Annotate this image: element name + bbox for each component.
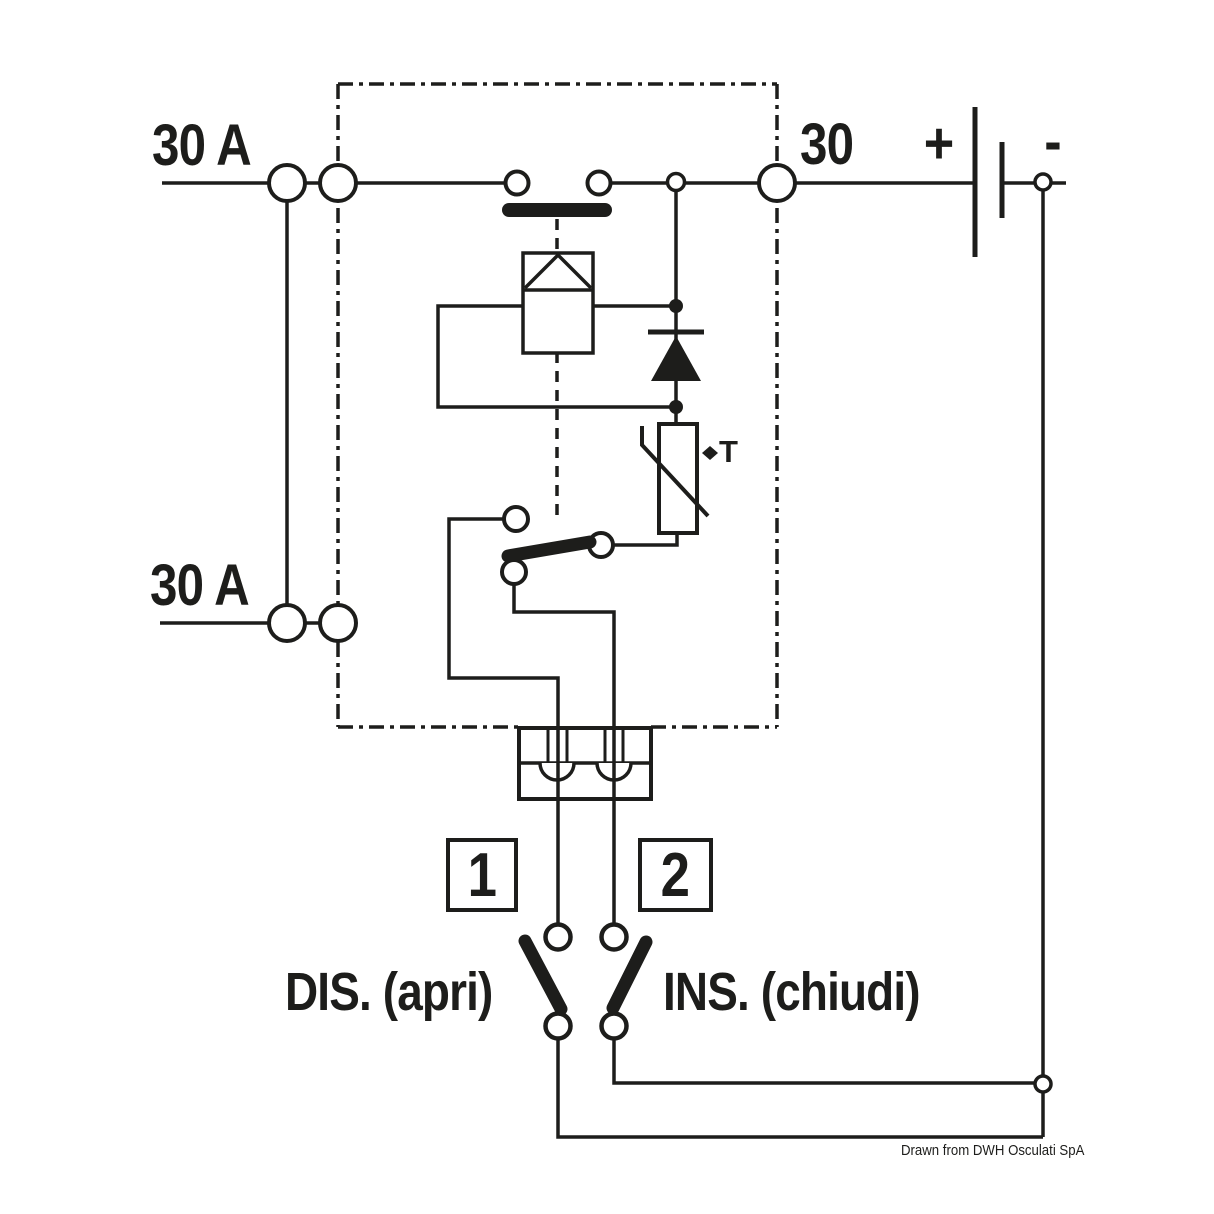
connector-pin2-label: 2	[660, 840, 691, 910]
disconnect-switch-top-contact	[543, 922, 573, 952]
battery-minus-junction	[1033, 172, 1053, 192]
battery-symbol	[972, 107, 1005, 257]
relay-contact-bar	[502, 203, 612, 217]
fuse-top-label: 30 A	[152, 113, 252, 178]
control-wires	[447, 517, 616, 937]
terminal-30-label: 30	[800, 112, 854, 177]
disconnect-switch-arm	[518, 934, 568, 1016]
terminal-30	[757, 163, 797, 203]
relay-contact-right	[585, 169, 613, 197]
connector-pin1-label: 1	[467, 840, 497, 910]
fuse-top-terminal-left	[267, 163, 307, 203]
changeover-contact-lower	[500, 558, 528, 586]
battery-plus-label: +	[923, 110, 955, 176]
connector-pin1-box: 1	[446, 838, 518, 912]
connect-switch-top-contact	[599, 922, 629, 952]
junction-dots	[669, 299, 683, 414]
thermistor-label: T	[719, 434, 738, 469]
relay-coil-symbol	[521, 251, 595, 355]
connector-block	[517, 726, 653, 801]
fuse-bottom-label: 30 A	[150, 553, 250, 618]
disconnect-switch-bottom-contact	[543, 1011, 573, 1041]
flyback-diode	[648, 329, 704, 381]
fuse-bottom-terminal-right	[318, 603, 358, 643]
thermistor-diamond-marker	[702, 446, 718, 460]
battery-minus-label: -	[1044, 109, 1062, 174]
connect-switch-arm	[606, 935, 653, 1015]
connector-pin2-box: 2	[638, 838, 713, 912]
terminal-circles	[267, 163, 1053, 1094]
junction-top	[665, 171, 687, 193]
fuse-top-terminal-right	[318, 163, 358, 203]
credit-text: Drawn from DWH Osculati SpA	[901, 1142, 1085, 1159]
changeover-contact-upper	[502, 505, 530, 533]
fuse-bottom-terminal-left	[267, 603, 307, 643]
changeover-switch-arm	[501, 535, 597, 563]
connect-switch-label: INS. (chiudi)	[663, 962, 921, 1022]
connect-switch-bottom-contact	[599, 1011, 629, 1041]
disconnect-switch-label: DIS. (apri)	[285, 962, 493, 1022]
thermistor-symbol	[640, 422, 718, 535]
relay-contact-left	[503, 169, 531, 197]
bottom-rail-junction	[1033, 1074, 1053, 1094]
